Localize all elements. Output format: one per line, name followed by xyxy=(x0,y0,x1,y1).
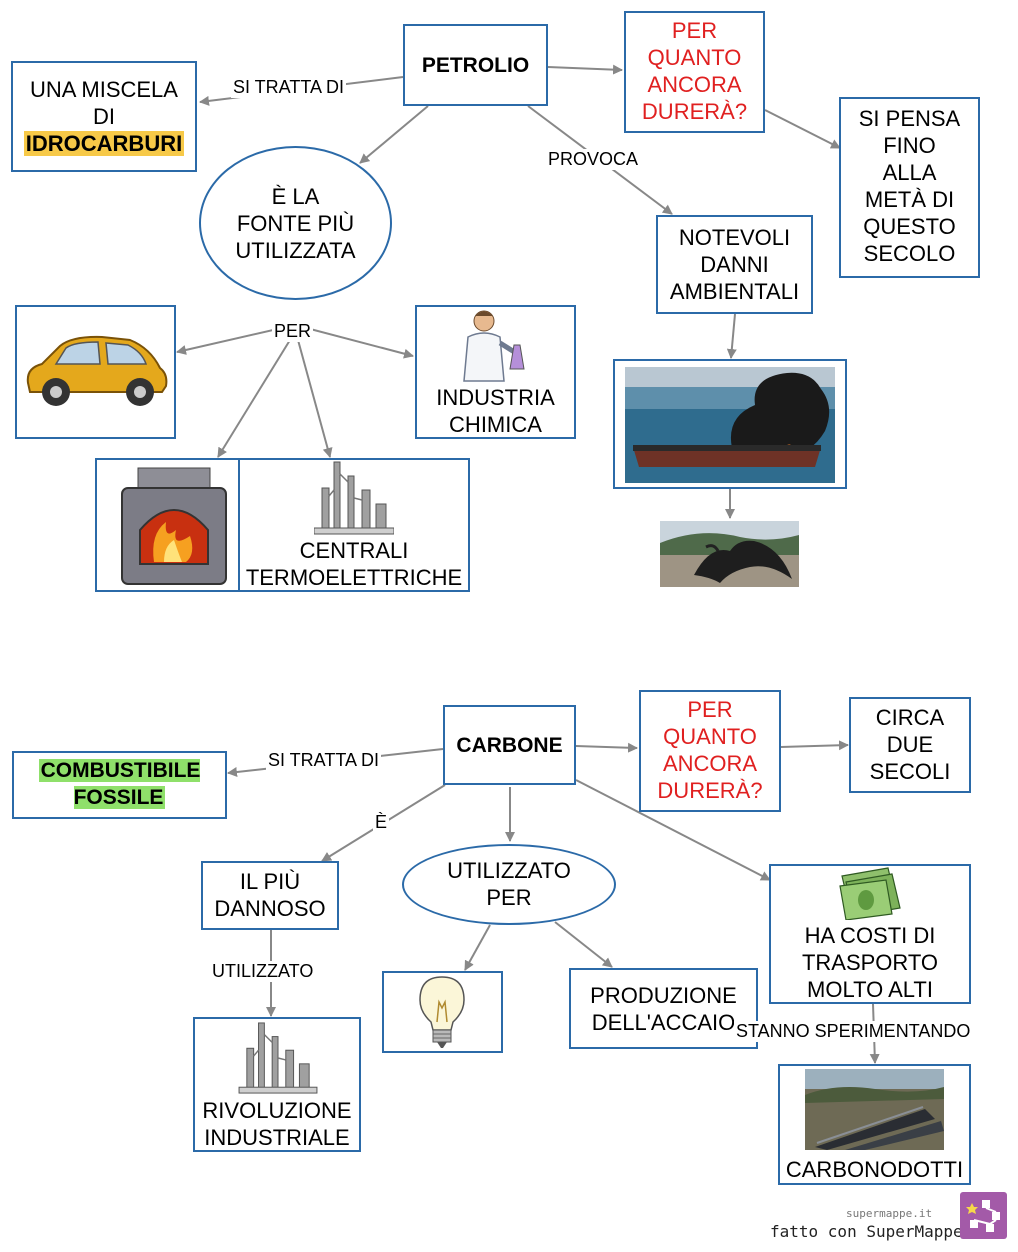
petrolio-rel-si-tratta-di: SI TRATTA DI xyxy=(231,77,347,98)
petrolio-node[interactable] xyxy=(403,24,548,106)
carbone-durata-question-node[interactable] xyxy=(639,690,781,812)
dannoso-node[interactable] xyxy=(201,861,339,930)
carbone-rel-si-tratta-di: SI TRATTA DI xyxy=(266,750,382,771)
petrolio-title: PETROLIO xyxy=(421,54,530,77)
fonte-node[interactable] xyxy=(199,146,392,300)
fonte-text: È LA FONTE PIÙ UTILIZZATA xyxy=(235,184,356,263)
carbone-durata-answer-node[interactable] xyxy=(849,697,971,793)
oiled-bird-photo xyxy=(660,521,799,587)
petrolio-rel-per: PER xyxy=(272,321,314,342)
car-icon xyxy=(26,335,168,406)
supermappe-logo[interactable] xyxy=(960,1192,1007,1239)
miscela-line2: DI xyxy=(93,104,115,129)
refinery-icon xyxy=(314,461,394,535)
stove-icon xyxy=(121,467,227,585)
idrocarburi-highlight: IDROCARBURI xyxy=(23,131,185,156)
danni-text: NOTEVOLI DANNI AMBIENTALI xyxy=(669,225,800,304)
costi-text: HA COSTI DI TRASPORTO MOLTO ALTI xyxy=(801,923,939,1002)
carbone-node[interactable] xyxy=(443,705,576,785)
centrali-text: CENTRALI TERMOELETTRICHE xyxy=(245,538,463,590)
utilizzato-per-text: UTILIZZATO PER xyxy=(447,858,571,910)
miscela-highlight-wrap: IDROCARBURI xyxy=(11,130,197,157)
refinery-icon-2 xyxy=(238,1022,318,1094)
dannoso-text: IL PIÙ DANNOSO xyxy=(214,869,326,921)
combustibile-highlight: COMBUSTIBILE FOSSILE xyxy=(38,759,201,809)
carbone-rel-utilizzato: UTILIZZATO xyxy=(210,961,316,982)
carbone-title: CARBONE xyxy=(456,734,563,757)
miscela-line1: UNA MISCELA xyxy=(30,77,178,102)
centrali-divider xyxy=(238,458,240,592)
carbone-durata-question: PER QUANTO ANCORA DURERÀ? xyxy=(657,697,763,803)
costi-node[interactable] xyxy=(769,864,971,1004)
carbonodotti-text: CARBONODOTTI xyxy=(785,1157,964,1182)
carbone-rel-stanno: STANNO SPERIMENTANDO xyxy=(734,1021,973,1042)
danni-node[interactable] xyxy=(656,215,813,314)
carbone-durata-answer: CIRCA DUE SECOLI xyxy=(869,705,951,784)
combustibile-wrap: COMBUSTIBILE FOSSILE xyxy=(12,757,227,811)
money-icon xyxy=(839,867,901,920)
utilizzato-per-node[interactable] xyxy=(402,844,616,925)
pipeline-photo xyxy=(805,1069,944,1150)
rivoluzione-text: RIVOLUZIONE INDUSTRIALE xyxy=(202,1098,352,1150)
petrolio-durata-answer-node[interactable] xyxy=(839,97,980,278)
petrolio-durata-answer: SI PENSA FINO ALLA METÀ DI QUESTO SECOLO xyxy=(858,106,961,266)
footer-site: supermappe.it xyxy=(846,1207,933,1220)
produzione-node[interactable] xyxy=(569,968,758,1049)
petrolio-durata-question: PER QUANTO ANCORA DURERÀ? xyxy=(641,18,748,124)
footer-made-with: fatto con SuperMappe xyxy=(770,1222,963,1241)
lightbulb-icon xyxy=(419,976,465,1048)
industria-text: INDUSTRIA CHIMICA xyxy=(436,385,555,437)
petrolio-durata-question-node[interactable] xyxy=(624,11,765,133)
tanker-fire-photo xyxy=(625,367,835,483)
chemist-icon xyxy=(463,310,525,382)
produzione-text: PRODUZIONE DELL'ACCAIO xyxy=(590,983,737,1035)
carbone-rel-e: È xyxy=(373,812,390,833)
petrolio-rel-provoca: PROVOCA xyxy=(546,149,641,170)
